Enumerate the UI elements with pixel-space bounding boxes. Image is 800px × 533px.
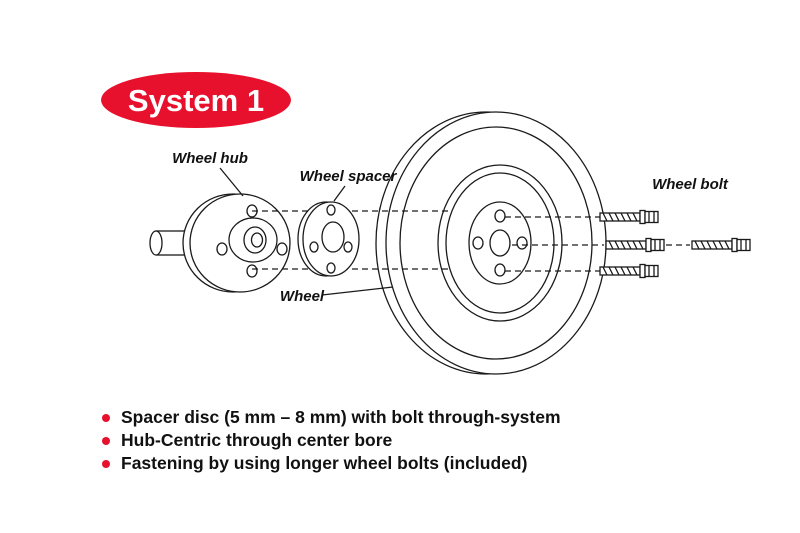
bullet-text: Spacer disc (5 mm – 8 mm) with bolt thro… xyxy=(121,407,561,427)
wheel-bolt-label: Wheel bolt xyxy=(652,176,729,193)
alignment-dashes-right xyxy=(505,216,690,272)
list-item: Hub-Centric through center bore xyxy=(102,429,561,452)
wheel-label: Wheel xyxy=(280,288,325,305)
leader-lines xyxy=(219,167,394,296)
bullet-icon xyxy=(102,436,110,445)
system-badge-shape xyxy=(101,72,291,128)
wheel-spacer-drawing xyxy=(297,201,360,277)
wheel-bolt-top xyxy=(599,209,659,225)
wheel-bolt-bottom xyxy=(599,263,659,279)
wheel-hub-label: Wheel hub xyxy=(172,150,248,167)
wheel-drawing xyxy=(375,111,607,375)
wheel-bolt-middle-right xyxy=(691,237,751,253)
bullet-icon xyxy=(102,413,110,422)
bullet-text: Hub-Centric through center bore xyxy=(121,430,393,450)
wheel-hub-drawing xyxy=(149,193,291,293)
wheel-bolts-drawing xyxy=(599,209,751,279)
system-badge-title: System 1 xyxy=(128,83,264,118)
bullet-icon xyxy=(102,459,110,468)
alignment-dashes-left xyxy=(252,210,450,270)
wheel-bolt-middle xyxy=(605,237,665,253)
feature-list: Spacer disc (5 mm – 8 mm) with bolt thro… xyxy=(102,406,561,475)
wheel-spacer-label: Wheel spacer xyxy=(300,168,398,185)
bullet-text: Fastening by using longer wheel bolts (i… xyxy=(121,453,528,473)
list-item: Fastening by using longer wheel bolts (i… xyxy=(102,452,561,475)
system-badge: System 1 xyxy=(101,72,291,128)
diagram-canvas: Wheel hub Wheel spacer Wheel Wheel bolt … xyxy=(101,72,751,375)
list-item: Spacer disc (5 mm – 8 mm) with bolt thro… xyxy=(102,406,561,429)
